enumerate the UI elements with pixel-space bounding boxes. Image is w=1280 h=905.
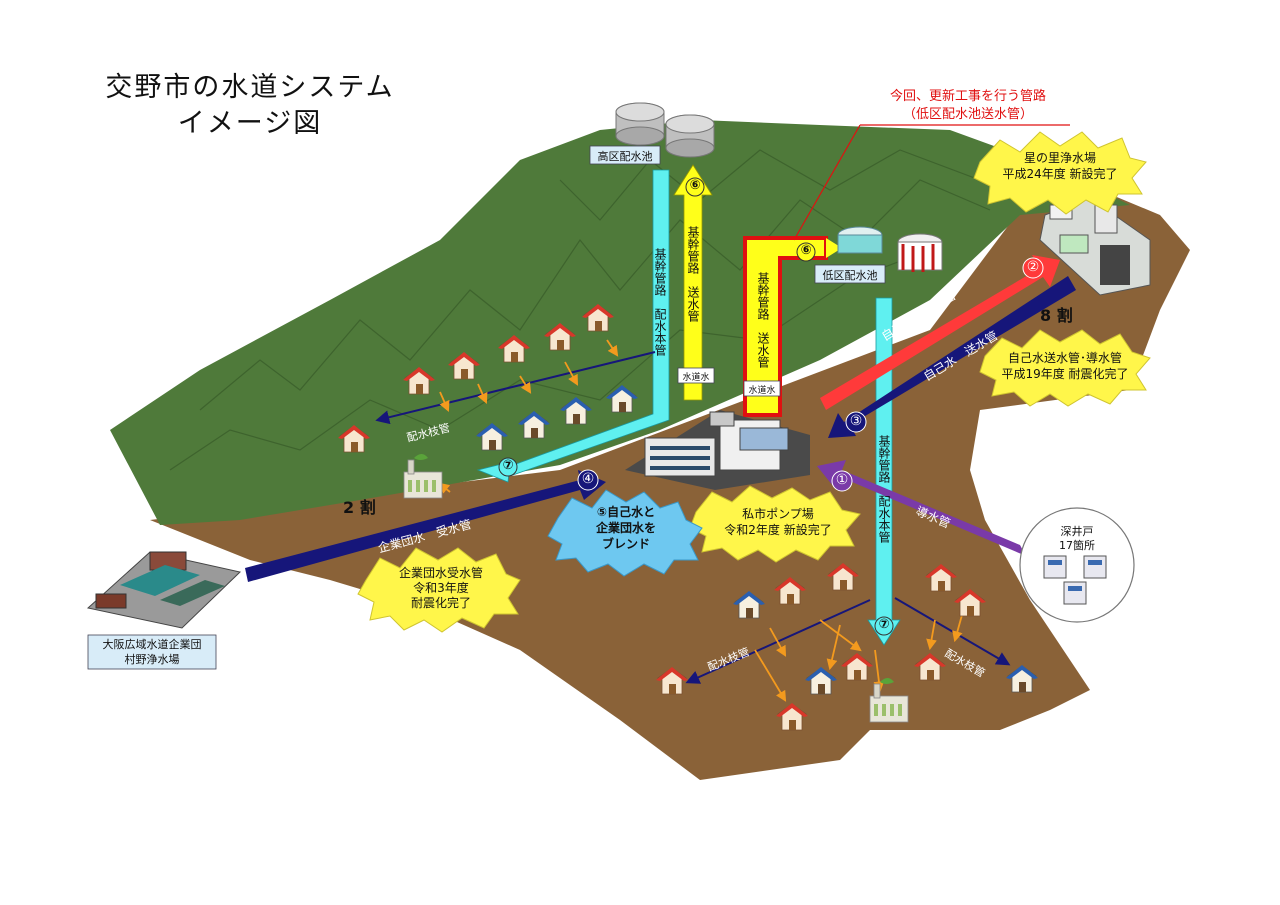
- wells-line-1: 深井戸: [1040, 525, 1114, 539]
- hoshinosato-line-2: 平成24年度 新設完了: [990, 166, 1130, 182]
- pipe-high-label: 基幹管路 配水本管: [648, 248, 672, 378]
- number-2: ②: [1023, 259, 1043, 275]
- blend-line-2: 企業団水を: [556, 520, 696, 536]
- tap-water-label-b: 水道水: [744, 383, 780, 396]
- number-7-south: ⑦: [875, 617, 893, 632]
- murano-plant-line-2: 村野浄水場: [88, 652, 216, 667]
- pipe-send-high-label: 基幹管路 送水管: [684, 226, 702, 356]
- murano-plant: [88, 552, 240, 628]
- wells-label: 深井戸 17箇所: [1040, 525, 1114, 553]
- callout-text: 今回、更新工事を行う管路 （低区配水池送水管）: [858, 88, 1078, 124]
- burst-company-text: 企業団水受水管 令和3年度 耐震化完了: [370, 566, 512, 611]
- own-pipes-line-1: 自己水送水管･導水管: [990, 350, 1140, 366]
- pump-line-1: 私市ポンプ場: [700, 506, 856, 522]
- blend-line-1: ⑤自己水と: [556, 504, 696, 520]
- callout-line-1: 今回、更新工事を行う管路: [858, 88, 1078, 106]
- pipe-send-low-label: 基幹管路 送水管: [752, 272, 774, 382]
- callout-line-2: （低区配水池送水管）: [858, 106, 1078, 124]
- wells-line-2: 17箇所: [1040, 539, 1114, 553]
- burst-hoshinosato-text: 星の里浄水場 平成24年度 新設完了: [990, 150, 1130, 182]
- number-6-high: ⑥: [686, 178, 704, 193]
- company-line-2: 令和3年度: [370, 581, 512, 596]
- page-title: 交野市の水道システム イメージ図: [70, 70, 430, 142]
- hoshinosato-line-1: 星の里浄水場: [990, 150, 1130, 166]
- murano-plant-line-1: 大阪広域水道企業団: [88, 637, 216, 652]
- ratio-2-label: 2 割: [343, 494, 376, 518]
- number-1: ①: [832, 472, 852, 488]
- company-line-1: 企業団水受水管: [370, 566, 512, 581]
- burst-blend-text: ⑤自己水と 企業団水を ブレンド: [556, 504, 696, 552]
- tap-water-label-a: 水道水: [678, 370, 714, 383]
- pipe-low-main-label: 基幹管路 配水本管: [876, 435, 892, 595]
- burst-pump-text: 私市ポンプ場 令和2年度 新設完了: [700, 506, 856, 538]
- title-line-1: 交野市の水道システム: [70, 70, 430, 106]
- blend-line-3: ブレンド: [556, 536, 696, 552]
- burst-own-pipes-text: 自己水送水管･導水管 平成19年度 耐震化完了: [990, 350, 1140, 382]
- number-4: ④: [578, 471, 598, 487]
- pump-line-2: 令和2年度 新設完了: [700, 522, 856, 538]
- own-pipes-line-2: 平成19年度 耐震化完了: [990, 366, 1140, 382]
- company-line-3: 耐震化完了: [370, 596, 512, 611]
- number-7-north: ⑦: [499, 458, 517, 473]
- title-line-2: イメージ図: [70, 106, 430, 142]
- number-6-low: ⑥: [797, 243, 815, 258]
- ratio-8-label: 8 割: [1040, 302, 1073, 326]
- number-3: ③: [846, 413, 866, 429]
- high-reservoir-label: 高区配水池: [590, 148, 660, 164]
- low-reservoir-label: 低区配水池: [815, 267, 885, 283]
- murano-plant-label: 大阪広域水道企業団 村野浄水場: [88, 637, 216, 667]
